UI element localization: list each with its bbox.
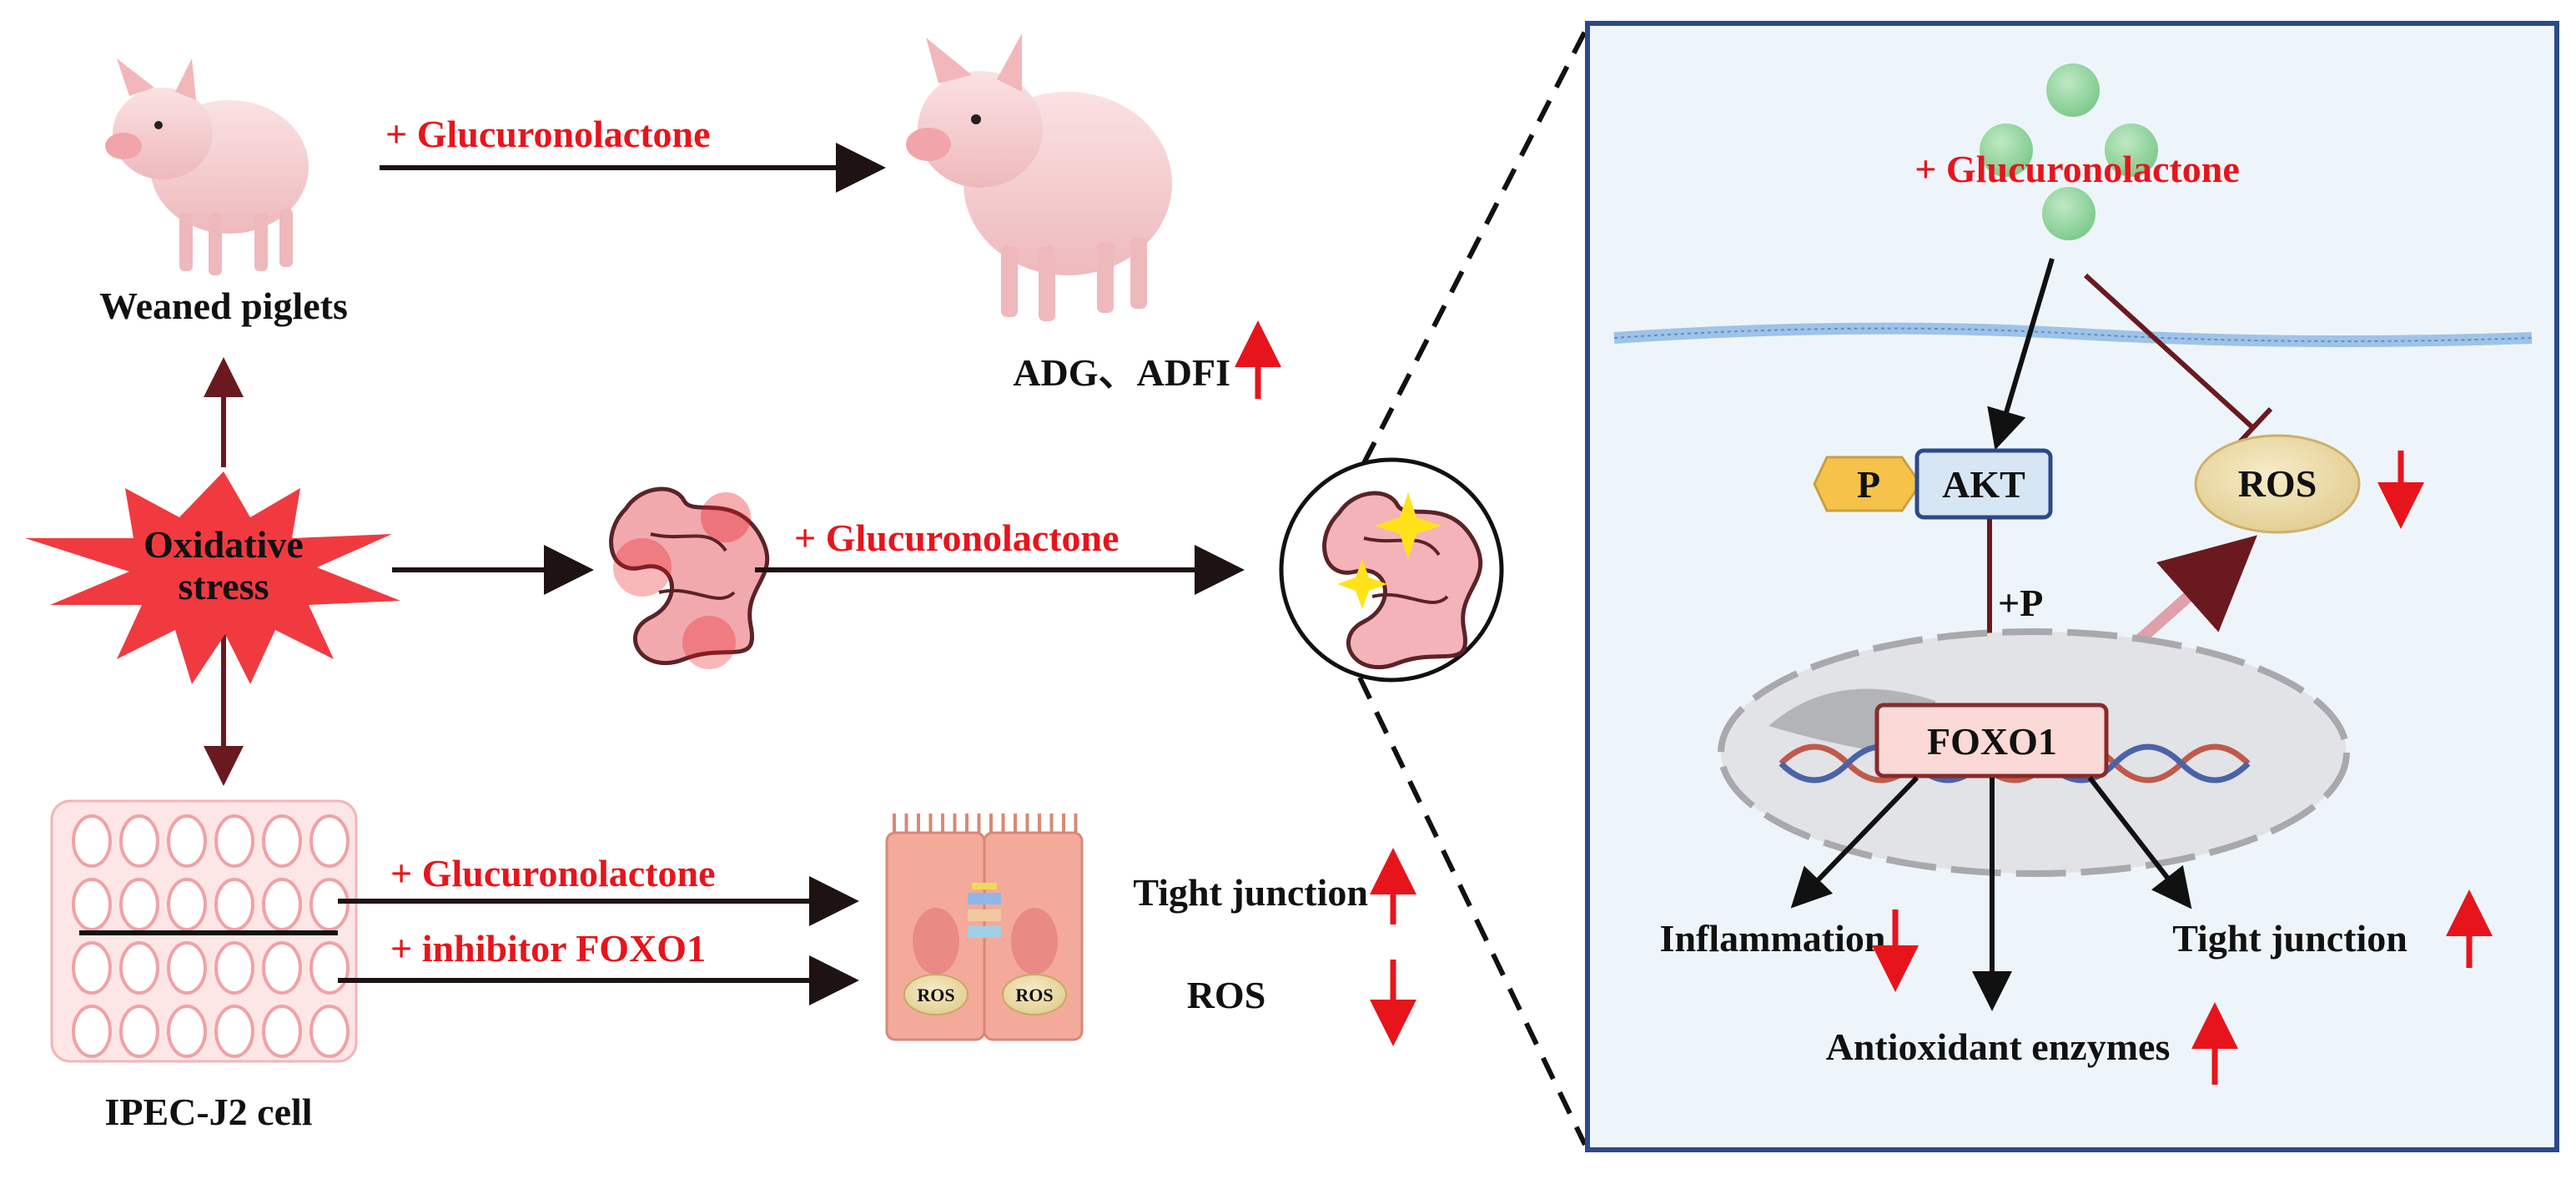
well	[72, 814, 112, 868]
starburst-icon	[25, 471, 400, 684]
well	[214, 941, 254, 995]
ros-cell-label-2: ROS	[1015, 985, 1053, 1005]
inhibitor-foxo1-label: + inhibitor FOXO1	[390, 927, 706, 970]
well	[309, 878, 350, 931]
foxo1-box	[1874, 703, 2109, 778]
activation-arrow	[1987, 258, 2055, 451]
glucuronolactone-label-mid: + Glucuronolactone	[794, 516, 1119, 559]
well	[119, 941, 159, 995]
phospho-tag	[1813, 456, 1922, 512]
zoom-dashed-line-top	[1361, 22, 1592, 465]
phospho-tag-label: P	[1857, 463, 1880, 506]
ros-vesicle-icon	[2194, 434, 2361, 534]
panel-glucuronolactone-label: + Glucuronolactone	[1914, 148, 2240, 190]
sparkle-icon	[1337, 559, 1387, 609]
glucuronolactone-molecule-icon	[1980, 123, 2033, 177]
tight-junction-label-panel: Tight junction	[2172, 917, 2407, 960]
oxidative-stress-label-line2: stress	[178, 565, 269, 607]
well	[262, 941, 302, 995]
well	[262, 814, 302, 868]
well	[119, 878, 159, 931]
sparkle-icon	[1375, 492, 1441, 559]
well	[214, 878, 254, 931]
ros-label-left: ROS	[1187, 974, 1266, 1016]
well	[262, 1005, 302, 1058]
glucuronolactone-label-top: + Glucuronolactone	[385, 113, 711, 155]
well	[309, 1005, 350, 1058]
glucuronolactone-molecule-icon	[2042, 187, 2096, 240]
well	[119, 1005, 159, 1058]
glucuronolactone-molecule-icon	[2105, 123, 2158, 177]
well	[72, 878, 112, 931]
piglet-icon	[906, 33, 1172, 321]
oxidative-stress-label-line1: Oxidative	[143, 523, 304, 566]
ros-vesicle-icon	[1002, 974, 1067, 1015]
well	[167, 814, 207, 868]
foxo1-to-tight-junction-arrow	[2087, 776, 2192, 909]
panel-ros-label: ROS	[2238, 462, 2317, 505]
foxo1-label: FOXO1	[1927, 720, 2057, 763]
ros-cell-label-1: ROS	[917, 985, 954, 1005]
well-plate-icon	[50, 799, 358, 1063]
foxo1-to-inflammation-arrow	[1790, 775, 1919, 909]
well	[167, 941, 207, 995]
plus-p-label: +P	[1998, 582, 2043, 624]
tight-junction-label-left: Tight junction	[1133, 871, 1368, 914]
epithelial-cells-icon: ROS ROS	[885, 814, 1084, 1041]
akt-box	[1914, 448, 2053, 520]
glucuronolactone-molecule-icon	[2046, 63, 2100, 117]
inhibition-line-ros	[2083, 273, 2255, 430]
adg-adfi-label: ADG、ADFI	[1013, 351, 1230, 394]
well	[214, 1005, 254, 1058]
well	[119, 814, 159, 868]
well	[309, 941, 350, 995]
ipec-label: IPEC-J2 cell	[104, 1091, 312, 1133]
glucuronolactone-label-low: + Glucuronolactone	[390, 852, 716, 894]
cell-membrane-icon	[1613, 322, 2533, 347]
inflammation-label: Inflammation	[1660, 917, 1886, 960]
well	[214, 814, 254, 868]
zoom-dashed-line-bottom	[1357, 676, 1587, 1146]
intestine-icon	[609, 486, 770, 669]
well	[262, 878, 302, 931]
antioxidant-enzymes-label: Antioxidant enzymes	[1826, 1025, 2171, 1068]
weaned-piglets-label: Weaned piglets	[99, 285, 348, 327]
piglet-icon	[105, 58, 309, 275]
akt-label: AKT	[1942, 463, 2025, 506]
well	[72, 1005, 112, 1058]
ros-vesicle-icon	[903, 974, 969, 1015]
well	[167, 1005, 207, 1058]
well	[309, 814, 350, 868]
well	[167, 878, 207, 931]
well	[72, 941, 112, 995]
